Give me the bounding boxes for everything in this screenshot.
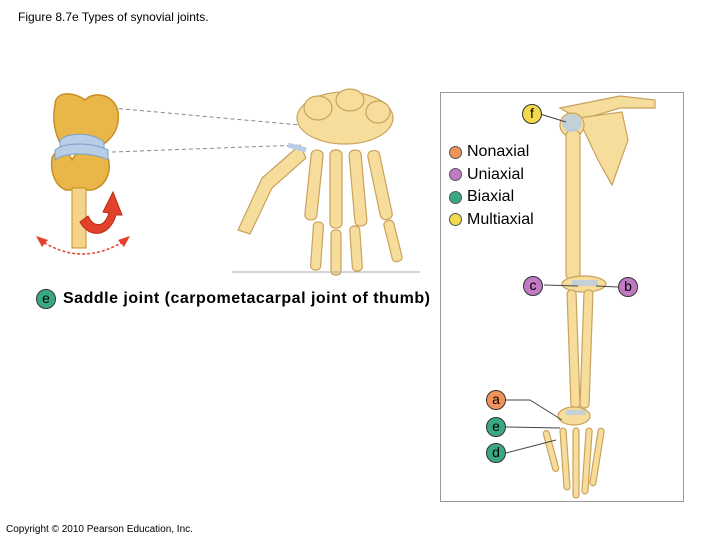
leader-lines xyxy=(505,113,619,454)
joint-badge-d: d xyxy=(486,443,506,463)
joint-badge-a: a xyxy=(486,390,506,410)
joint-badge-f: f xyxy=(522,104,542,124)
joint-badge-c: c xyxy=(523,276,543,296)
caption-text: Saddle joint (carpometacarpal joint of t… xyxy=(63,290,431,307)
legend-label: Biaxial xyxy=(467,188,515,206)
shoulder-cartilage xyxy=(562,114,582,132)
multiaxial-dot-icon xyxy=(449,213,462,227)
joint-badge-e: e xyxy=(486,417,506,437)
saddle-joint-model xyxy=(36,93,301,255)
legend-label: Uniaxial xyxy=(467,165,524,183)
hand-bones xyxy=(237,88,403,276)
carpometacarpal-cartilage xyxy=(287,142,307,153)
elbow-cartilage xyxy=(572,280,598,286)
uniaxial-dot-icon xyxy=(449,168,462,182)
legend-label: Multiaxial xyxy=(467,210,534,228)
joint-type-legend: Nonaxial Uniaxial Biaxial Multiaxial xyxy=(449,141,534,231)
joint-badge-b: b xyxy=(618,277,638,297)
caption-badge-e: e xyxy=(36,289,56,309)
figure-title: Figure 8.7e Types of synovial joints. xyxy=(18,10,209,24)
legend-item-uniaxial: Uniaxial xyxy=(449,164,534,187)
legend-item-biaxial: Biaxial xyxy=(449,186,534,209)
biaxial-dot-icon xyxy=(449,190,462,204)
nonaxial-dot-icon xyxy=(449,145,462,159)
legend-label: Nonaxial xyxy=(467,143,530,161)
legend-item-nonaxial: Nonaxial xyxy=(449,141,534,164)
wrist-cartilage xyxy=(566,410,586,415)
legend-item-multiaxial: Multiaxial xyxy=(449,209,534,232)
copyright-notice: Copyright © 2010 Pearson Education, Inc. xyxy=(6,524,193,535)
arm-panel xyxy=(440,92,684,502)
